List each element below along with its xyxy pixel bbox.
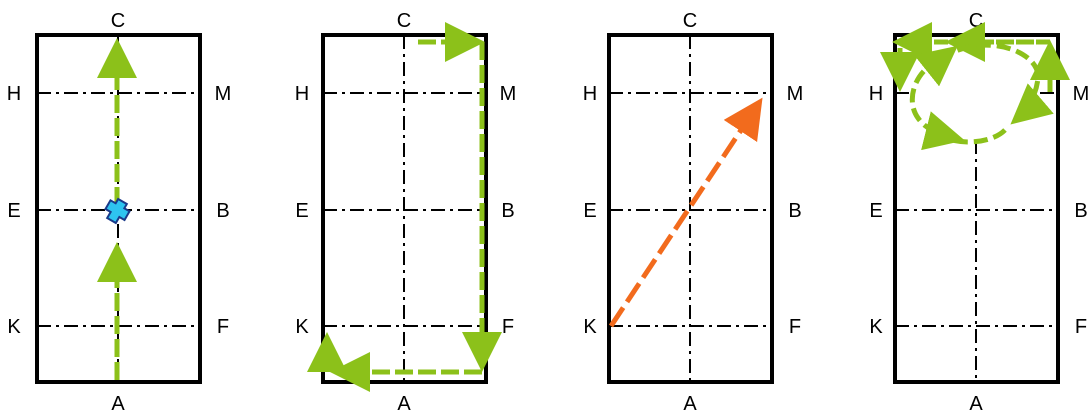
label-left-lower: K: [295, 316, 309, 338]
panel-4: C A H E K M B F: [869, 10, 1090, 415]
label-right-middle: B: [788, 200, 801, 222]
label-left-middle: E: [583, 200, 596, 222]
label-bottom: A: [969, 393, 983, 415]
green-path: [307, 22, 502, 392]
label-top: C: [969, 10, 983, 32]
panel-3: C A H E K M B F: [583, 10, 804, 415]
label-right-upper: M: [500, 83, 517, 105]
label-top: C: [683, 10, 697, 32]
label-bottom: A: [397, 393, 411, 415]
label-bottom: A: [683, 393, 697, 415]
green-path: [880, 22, 1070, 151]
label-right-middle: B: [216, 200, 229, 222]
label-right-upper: M: [215, 83, 232, 105]
label-right-upper: M: [1073, 83, 1090, 105]
panel-1: C A H E K M B F: [7, 10, 232, 415]
label-top: C: [397, 10, 411, 32]
panel-2: C A H E K M B F: [295, 10, 517, 415]
label-right-lower: F: [502, 316, 514, 338]
label-right-middle: B: [1074, 200, 1087, 222]
label-left-upper: H: [869, 83, 883, 105]
label-left-lower: K: [583, 316, 597, 338]
label-left-middle: E: [295, 200, 308, 222]
label-left-upper: H: [295, 83, 309, 105]
label-left-middle: E: [7, 200, 20, 222]
robot-marker: [104, 197, 131, 225]
label-right-upper: M: [787, 83, 804, 105]
label-right-middle: B: [501, 200, 514, 222]
label-left-lower: K: [7, 316, 21, 338]
label-top: C: [111, 10, 125, 32]
label-bottom: A: [111, 393, 125, 415]
centre-lines: [609, 35, 772, 382]
label-left-middle: E: [869, 200, 882, 222]
label-left-upper: H: [7, 83, 21, 105]
label-right-lower: F: [789, 316, 801, 338]
centre-lines: [895, 92, 1058, 382]
label-right-lower: F: [1075, 316, 1087, 338]
orange-path: [608, 97, 763, 328]
label-left-upper: H: [583, 83, 597, 105]
label-right-lower: F: [217, 316, 229, 338]
centre-lines: [323, 35, 486, 382]
label-left-lower: K: [869, 316, 883, 338]
